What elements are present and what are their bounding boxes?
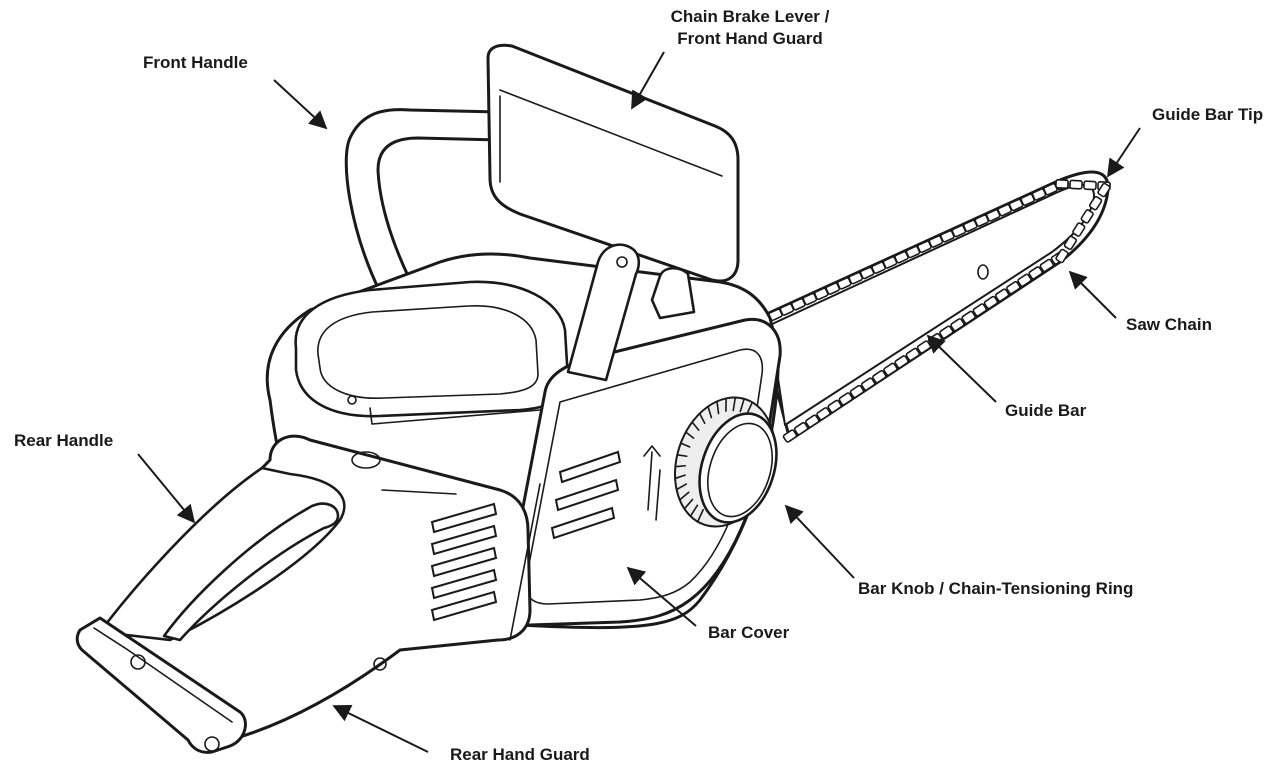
chain-link: [1083, 180, 1097, 191]
chain-link: [1088, 195, 1103, 211]
chain-link: [983, 295, 999, 310]
chain-link: [827, 399, 842, 414]
label-bar-knob: Bar Knob / Chain-Tensioning Ring: [858, 579, 1134, 598]
label-rear-hand-guard: Rear Hand Guard: [450, 745, 590, 764]
chain-link: [905, 347, 921, 362]
chain-link: [872, 369, 887, 384]
knob-ridge: [739, 398, 745, 413]
leader-rear-handle: [137, 453, 196, 524]
chain-link: [1069, 179, 1083, 190]
knob-ridge: [684, 431, 695, 439]
leader-guide-bar: [926, 334, 997, 403]
knob-ridge: [675, 483, 688, 491]
label-guide-bar-tip: Guide Bar Tip: [1152, 105, 1264, 124]
chain-link: [950, 318, 965, 332]
leader-saw-chain: [1068, 270, 1117, 319]
chain-link: [961, 310, 976, 325]
knob-ridge: [698, 412, 706, 424]
knob-ridge: [674, 474, 686, 480]
label-saw-chain: Saw Chain: [1126, 315, 1212, 334]
label-chain-brake-line1: Chain Brake Lever /: [670, 7, 830, 26]
chain-link: [838, 392, 854, 406]
label-bar-cover: Bar Cover: [708, 623, 790, 642]
chain-link: [883, 362, 898, 376]
chain-link: [1063, 235, 1078, 251]
chain-link: [994, 288, 1010, 302]
chain-link: [782, 429, 798, 443]
leader-bar-cover: [626, 566, 697, 627]
chain-link: [805, 414, 820, 428]
chain-link: [860, 377, 876, 391]
leader-front-handle: [273, 79, 328, 130]
chain-link: [972, 303, 988, 317]
chain-link: [1072, 222, 1086, 237]
battery-well: [294, 280, 570, 425]
chain-link: [1028, 266, 1043, 280]
bar-cover-vents: [550, 450, 622, 540]
label-rear-handle: Rear Handle: [14, 431, 114, 450]
label-chain-brake: Chain Brake Lever / Front Hand Guard: [610, 6, 890, 50]
saw-chain-links: [756, 177, 1111, 443]
knob-ridges: [674, 396, 754, 523]
chain-link: [1055, 179, 1069, 189]
leader-guide-bar-tip: [1107, 127, 1141, 178]
chain-link: [849, 384, 865, 399]
rear-handle: [98, 466, 346, 642]
rear-hand-guard: [75, 616, 247, 754]
bar-cover-group: [504, 317, 782, 627]
chain-link: [816, 407, 831, 421]
knob-ridge: [679, 442, 691, 448]
chain-link: [894, 355, 909, 369]
leader-lines: [137, 51, 1141, 753]
chain-link: [1055, 248, 1069, 264]
front-hand-guard: [486, 43, 740, 283]
leader-rear-hand-guard: [332, 705, 429, 753]
label-chain-brake-line2: Front Hand Guard: [677, 29, 823, 48]
knob-ridge: [674, 464, 687, 468]
guide-bar-hole: [977, 264, 989, 280]
chain-link: [1017, 273, 1032, 287]
guide-bar-body: [769, 184, 1095, 426]
label-guide-bar: Guide Bar: [1005, 401, 1087, 420]
knob-ridge: [678, 491, 690, 501]
trigger: [162, 502, 340, 642]
knob-ridge: [683, 498, 694, 510]
rear-handle-group: [75, 434, 541, 754]
bar-knob: [674, 396, 778, 528]
knob-ridge: [707, 405, 713, 419]
chain-link: [1097, 182, 1111, 198]
knob-ridge: [732, 396, 737, 412]
chain-link: [793, 421, 809, 436]
chain-link: [1080, 209, 1094, 224]
knob-ridge: [676, 453, 688, 458]
guide-bar-group: [756, 170, 1111, 443]
brake-lever-arm: [566, 243, 641, 382]
chain-link: [1039, 258, 1055, 273]
bar-cover: [504, 317, 782, 627]
leader-bar-knob: [784, 504, 855, 579]
knob-ridge: [696, 508, 704, 523]
chain-link: [1006, 280, 1021, 295]
knob-ridge: [689, 504, 699, 517]
knob-ridge: [716, 400, 720, 415]
leader-chain-brake: [631, 51, 665, 110]
rear-body-vents: [430, 502, 498, 622]
front-hand-guard-inner: [499, 89, 723, 183]
label-front-handle: Front Handle: [143, 53, 248, 72]
knob-ridge: [691, 421, 700, 431]
